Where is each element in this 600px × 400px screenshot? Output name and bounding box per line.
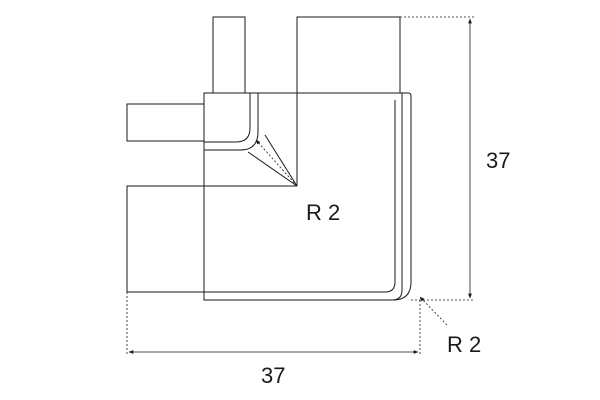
top-left-strip: [212, 16, 246, 94]
height-dimension-label: 37: [486, 148, 510, 173]
inner-radius-diagonal: [247, 151, 298, 187]
main-body: [203, 92, 403, 301]
width-dimension-label: 37: [261, 363, 285, 388]
inner-radius-label: R 2: [306, 200, 340, 225]
outer-radius-label: R 2: [447, 332, 481, 357]
inner-pocket: [203, 93, 259, 151]
left-large-strip: [126, 185, 208, 293]
outer-radius-leader: [419, 296, 448, 326]
left-small-strip: [126, 103, 208, 142]
inner-pocket-edge: [204, 93, 251, 143]
inner-radius-side: [264, 134, 298, 187]
top-right-strip: [296, 16, 401, 94]
outer-lip: [392, 92, 412, 301]
inner-lip: [204, 100, 396, 293]
